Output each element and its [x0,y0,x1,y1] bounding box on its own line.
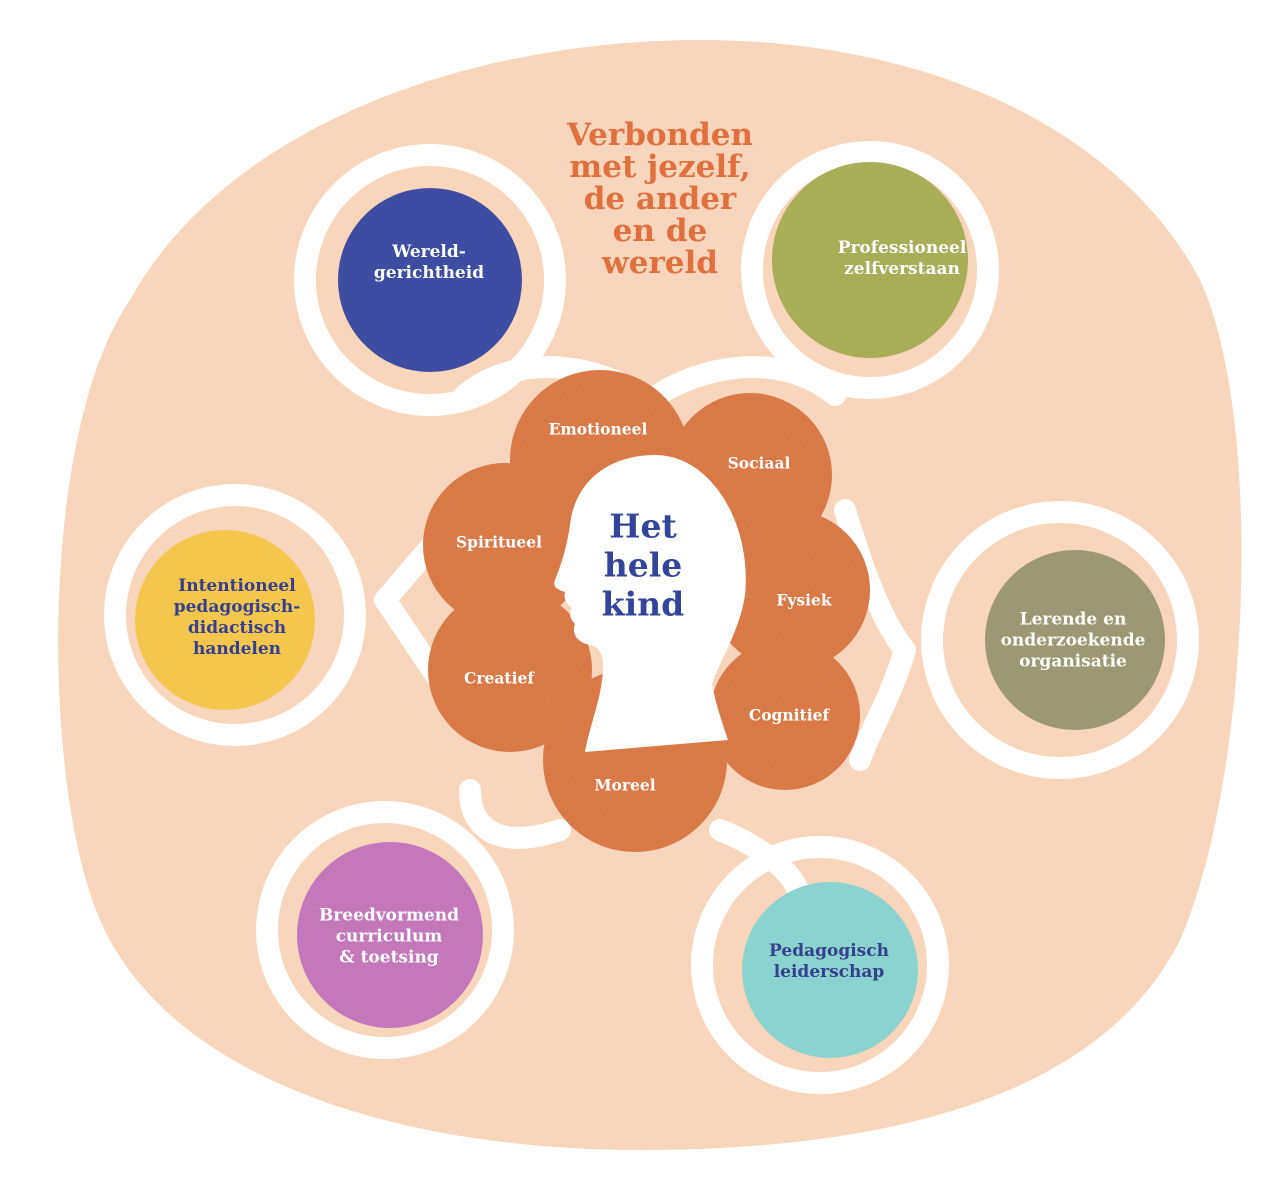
petal-label-moreel: Moreel [594,775,656,795]
pillar-ring-intentioneel [104,484,366,746]
pillar-ring-professioneel [741,141,999,399]
child-head-silhouette [554,455,746,752]
pillar-label-intentioneel-handelen: Intentioneel pedagogisch- didactisch han… [173,576,301,659]
connector-bottom-left [459,779,571,849]
pillar-label-lerende-organisatie: Lerende en onderzoekende organisatie [1000,609,1146,672]
pillar-circle-professioneel [772,162,968,358]
petal-label-fysiek: Fysiek [776,590,832,610]
pillar-circle-wereld [338,188,522,372]
pillar-label-pedagogisch-leiderschap: Pedagogisch leiderschap [769,941,889,982]
pillar-label-breedvormend-curriculum: Breedvormend curriculum & toetsing [318,905,460,968]
pillar-ring-pedagogisch [691,836,949,1094]
petal-label-sociaal: Sociaal [727,453,791,473]
connector-right [834,499,916,771]
pillar-circles [135,162,1165,1058]
pillar-label-wereldgerichtheid: Wereld- gerichtheid [373,242,485,283]
petal-label-cognitief: Cognitief [748,705,830,725]
pillar-circle-breedvormend [297,842,483,1028]
pillar-ring-breedvormend [256,801,514,1059]
pillar-circle-pedagogisch [742,882,918,1058]
petal-grain-3 [710,510,870,670]
diagram-title: Verbonden met jezelf, de ander en de wer… [566,117,754,281]
petal-grain-6 [428,588,592,752]
petal-label-spiritueel: Spiritueel [455,532,543,552]
pillar-circle-intentioneel [135,530,315,710]
petal-grain-7 [423,463,587,627]
pillar-rings [104,141,1199,1094]
pillar-label-professioneel-zelfverstaan: Professioneel zelfverstaan [837,238,967,279]
petal-grain-4 [710,640,860,790]
petal-label-emotioneel: Emotioneel [548,419,648,439]
petal-label-creatief: Creatief [464,668,534,688]
pillar-ring-lerende [921,501,1199,779]
pillar-ring-wereld [294,144,566,416]
center-label: Het hele kind [601,506,685,624]
pillar-circle-lerende [985,550,1165,730]
